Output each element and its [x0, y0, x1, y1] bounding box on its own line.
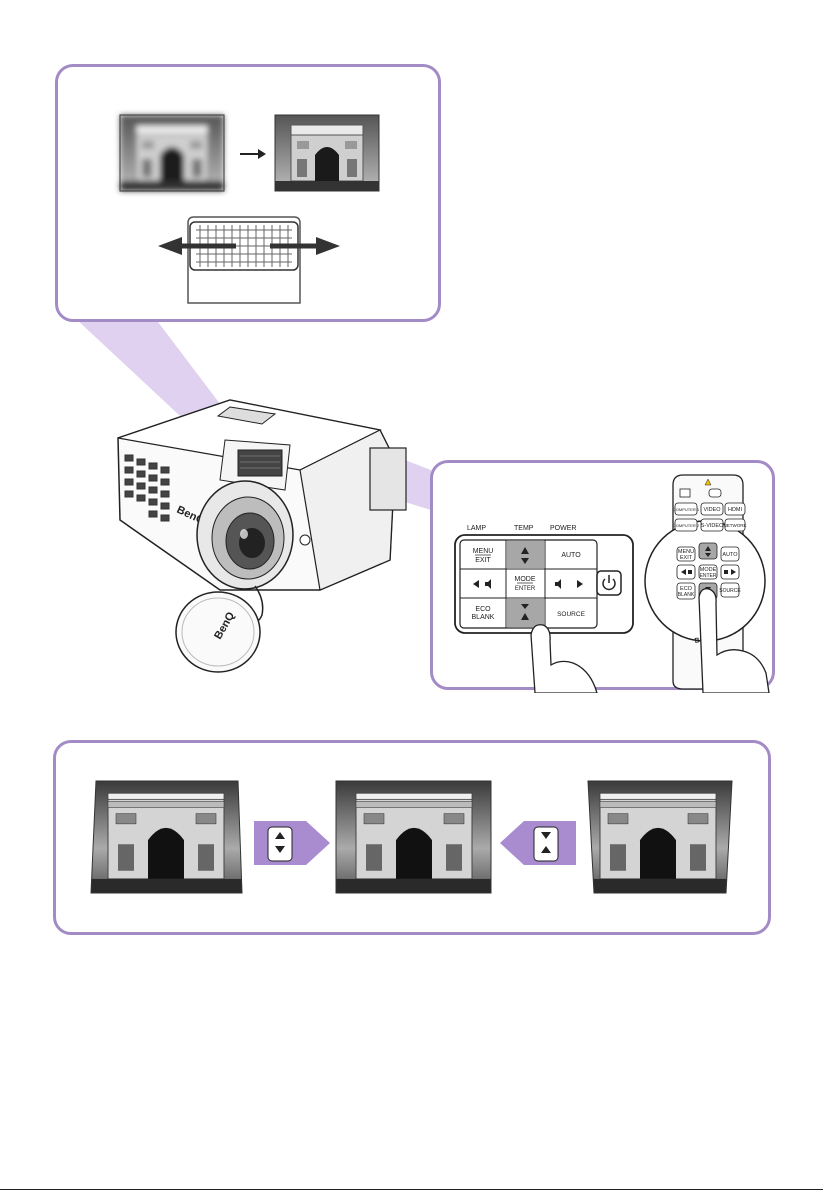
auto-key-label[interactable]: AUTO [561, 552, 581, 559]
power-indicator-label: POWER [550, 525, 576, 532]
remote-video-button[interactable]: VIDEO [703, 507, 721, 513]
remote-svideo-button[interactable]: S-VIDEO [701, 523, 724, 529]
menu-key-label[interactable]: MENU [473, 548, 494, 555]
enter-key-label[interactable]: ENTER [515, 586, 536, 592]
keystone-keys-frame: LAMP TEMP POWER MENU EXIT AUTO MODE EN [430, 460, 775, 690]
corrected-image [334, 781, 494, 893]
keystone-down-arrow [254, 821, 330, 865]
projector-lens [197, 481, 293, 589]
keystone-up-key[interactable] [507, 541, 544, 568]
remote-computer2-button[interactable]: COMPUTER 2 [673, 523, 700, 528]
lamp-indicator-label: LAMP [467, 525, 486, 532]
remote-exit-button[interactable]: EXIT [680, 555, 693, 561]
mode-key-label[interactable]: MODE [515, 576, 536, 583]
exit-key-label[interactable]: EXIT [475, 557, 491, 564]
keystone-up-arrow [500, 821, 576, 865]
blank-key-label[interactable]: BLANK [472, 614, 495, 621]
temp-indicator-label: TEMP [514, 525, 534, 532]
pointing-finger [531, 625, 597, 693]
remote-computer1-button[interactable]: COMPUTER 1 [673, 507, 700, 512]
remote-source-button[interactable]: SOURCE [719, 588, 741, 594]
remote-blank-button[interactable]: BLANK [678, 592, 695, 598]
keystone-image-wide-top [578, 781, 738, 893]
keystone-image-wide-bottom [86, 781, 246, 893]
remote-enter-button[interactable]: ENTER [700, 573, 717, 579]
remote-auto-button[interactable]: AUTO [722, 552, 738, 558]
page-bottom-rule [0, 1189, 823, 1190]
keystone-down-key[interactable] [507, 599, 544, 627]
keystone-correction-frame [53, 740, 771, 935]
remote-hdmi-button[interactable]: HDMI [728, 507, 743, 513]
eco-key-label[interactable]: ECO [475, 606, 491, 613]
source-key-label[interactable]: SOURCE [557, 611, 585, 618]
remote-network-button[interactable]: NETWORK [724, 523, 747, 528]
